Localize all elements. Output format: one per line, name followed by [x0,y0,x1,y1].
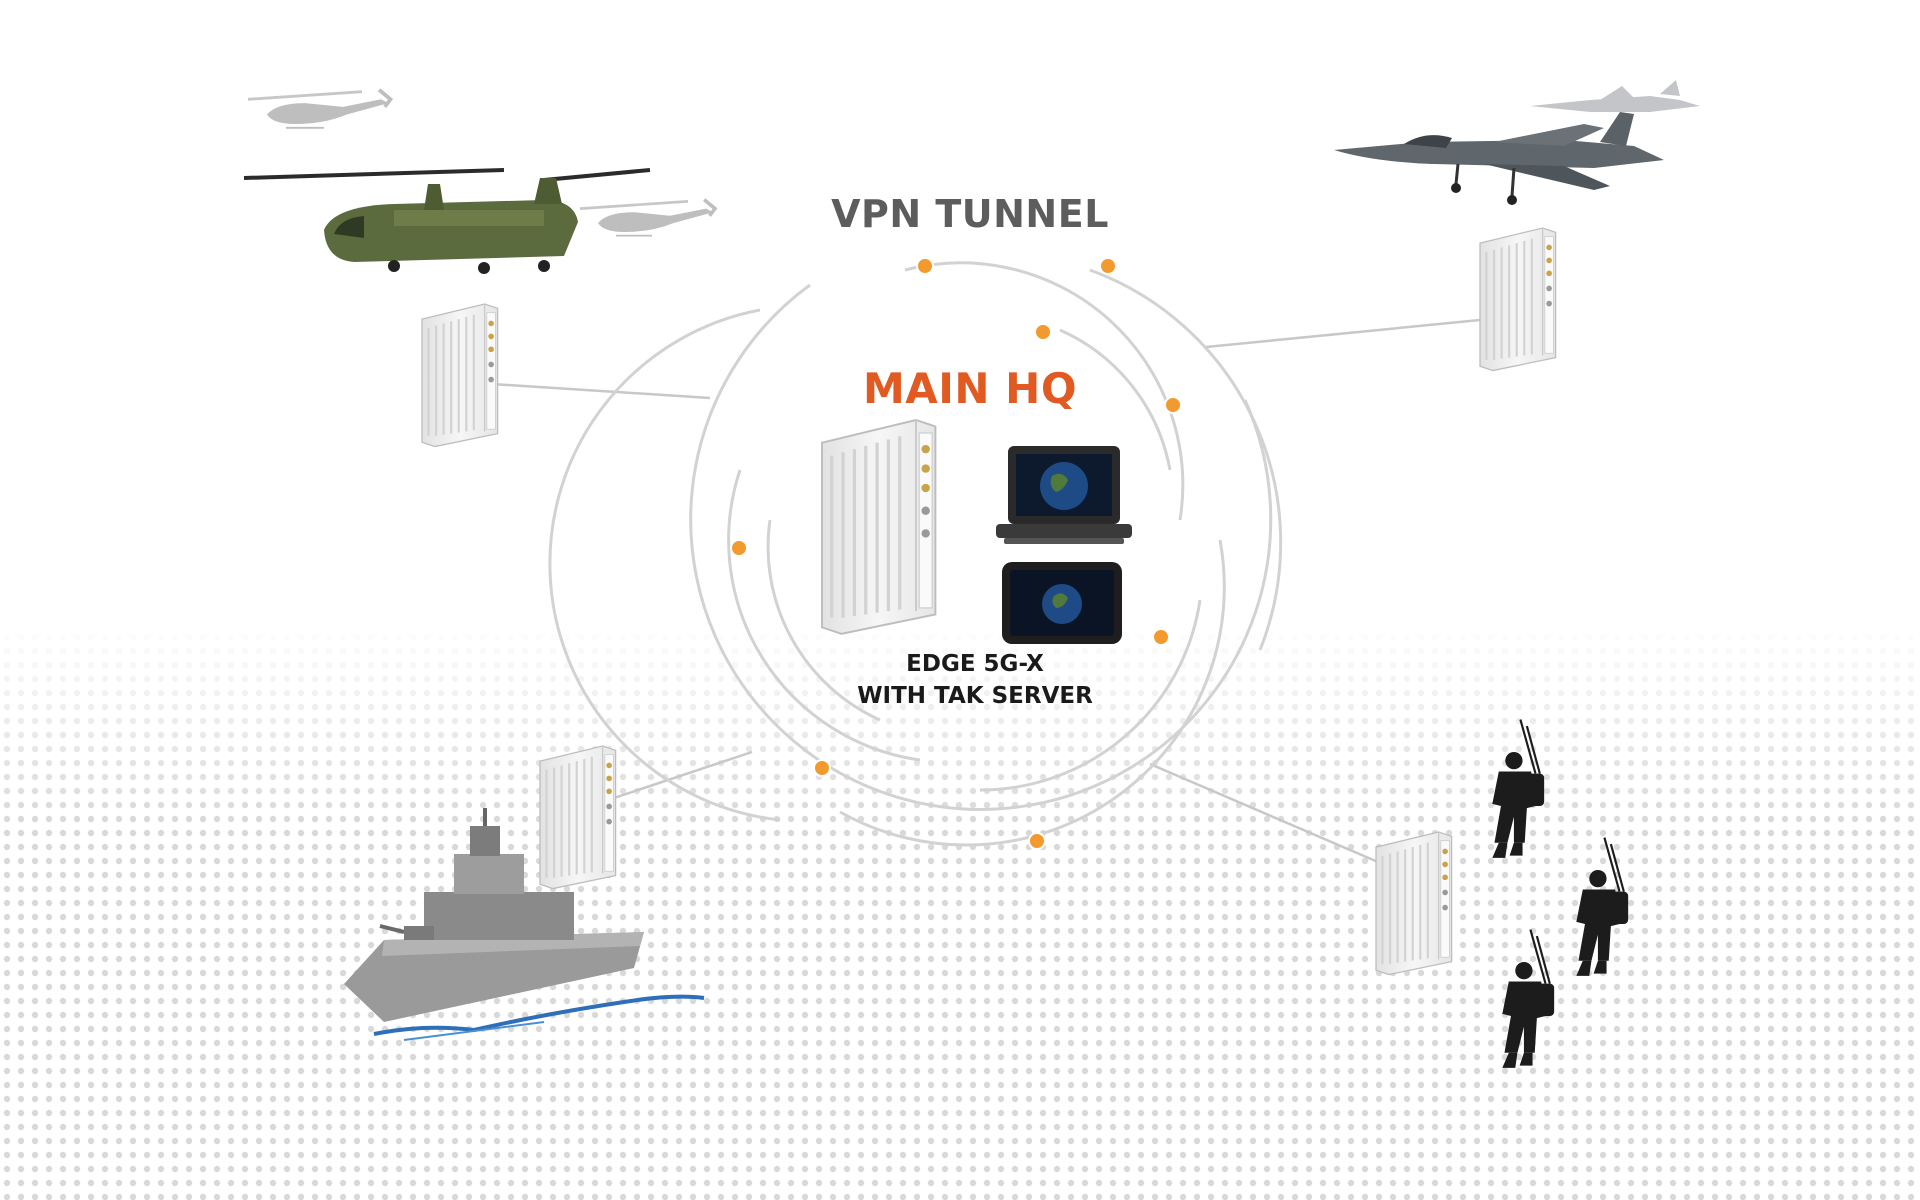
link-ship [607,750,753,802]
soldier-radio-unit [1374,830,1453,976]
tunnel-node [813,759,831,777]
fighter-jet-icon [1530,80,1700,112]
ship-radio-unit [538,744,617,890]
link-soldiers [1149,762,1379,864]
attack-helicopter-icon [578,197,717,238]
rugged-tablet-icon [1002,562,1122,644]
tunnel-node [1099,257,1117,275]
edge-5g-x-device [820,418,938,636]
device-caption: EDGE 5G-X WITH TAK SERVER [810,648,1140,712]
tunnel-node [1152,628,1170,646]
tunnel-node [916,257,934,275]
rugged-laptop-icon [996,446,1132,544]
attack-helicopter-icon [246,87,393,130]
tunnel-node [730,539,748,557]
link-jet [1205,318,1481,349]
fighter-jet-group [1334,80,1700,372]
tunnel-node [1164,396,1182,414]
vpn-tunnel-rings [548,261,1283,847]
jet-radio-unit [1478,226,1557,372]
link-helicopter [491,382,711,400]
vpn-tunnel-title: VPN TUNNEL [831,192,1109,236]
ship-icon [344,808,705,1041]
connector-lines [491,318,1481,864]
tunnel-node [1034,323,1052,341]
tunnel-node [1028,832,1046,850]
device-caption-line2: WITH TAK SERVER [857,683,1093,709]
helicopter-icon [243,168,651,274]
main-hq-title: MAIN HQ [862,364,1078,413]
tunnel-nodes [730,257,1182,850]
naval-ship [344,744,705,1041]
helicopter-radio-unit [420,302,499,448]
helicopter-group [243,87,717,448]
fighter-jet-icon [1334,112,1664,205]
device-caption-line1: EDGE 5G-X [906,651,1044,677]
